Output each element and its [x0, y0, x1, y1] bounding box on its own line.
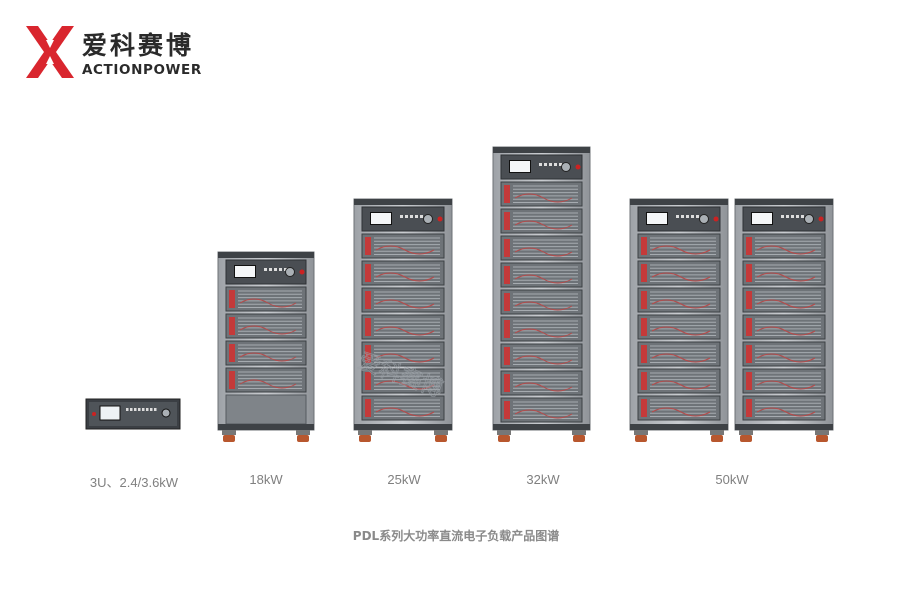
caster-wheel	[740, 435, 752, 442]
knob-icon	[285, 267, 295, 277]
caster-wheel	[359, 435, 371, 442]
product-18kw-cabinet	[217, 251, 315, 442]
brand-x-icon	[26, 26, 74, 78]
page-footer-title: PDL系列大功率直流电子负载产品图谱	[352, 529, 560, 543]
base-panel	[225, 394, 307, 425]
product-lineup: 爱科赛博	[85, 146, 834, 442]
knob-icon	[561, 162, 571, 172]
product-caption-50kw: 50kW	[715, 472, 749, 487]
caster-wheel	[297, 435, 309, 442]
product-caption-32kw: 32kW	[526, 472, 560, 487]
display-screen	[99, 405, 121, 421]
brand-logo: 爱科赛博 ACTIONPOWER	[24, 24, 264, 84]
product-32kw-cabinet	[492, 146, 591, 442]
product-caption-25kw: 25kW	[387, 472, 421, 487]
knob-icon	[423, 214, 433, 224]
caster-wheel	[498, 435, 510, 442]
brand-name-cn: 爱科赛博	[82, 31, 195, 60]
knob-icon	[804, 214, 814, 224]
caster-wheel	[573, 435, 585, 442]
product-50kw-cabinet-right	[734, 198, 834, 442]
caster-wheel	[635, 435, 647, 442]
product-50kw-cabinet-left	[629, 198, 729, 442]
knob-icon	[699, 214, 709, 224]
caster-wheel	[816, 435, 828, 442]
product-3u-unit	[85, 398, 181, 430]
caster-wheel	[435, 435, 447, 442]
product-25kw-cabinet	[353, 198, 453, 442]
knob-icon	[161, 408, 171, 418]
caster-wheel	[711, 435, 723, 442]
caster-wheel	[223, 435, 235, 442]
product-caption-3u: 3U、2.4/3.6kW	[89, 475, 179, 490]
product-caption-18kw: 18kW	[249, 472, 283, 487]
brand-name-en: ACTIONPOWER	[82, 62, 202, 78]
